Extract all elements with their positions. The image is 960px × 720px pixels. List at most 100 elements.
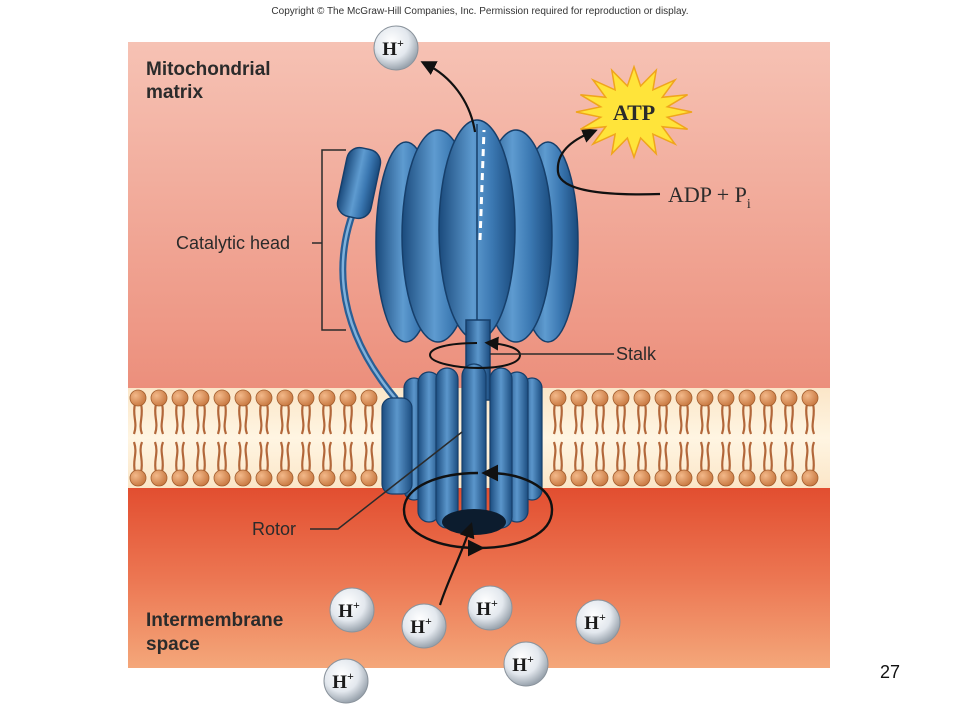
lipid-tail [664,403,669,435]
lipid-head [570,389,588,407]
lipid-tail [370,441,375,473]
lipid-tail [636,441,641,473]
lipid-head [234,469,252,487]
lipid-head [171,389,189,407]
lipid-head [318,469,336,487]
lipid-head [129,389,147,407]
lipid-tail [202,441,207,473]
lipid-tail [720,441,725,473]
lipid-head [591,469,609,487]
rotor-leader-line [310,431,463,530]
lipid-head [612,389,630,407]
lipid-tail [153,441,158,473]
lipid-tail [132,403,137,435]
lipid-head [213,469,231,487]
lipid-tail [321,403,326,435]
lipid-tail [153,403,158,435]
lipid-tail [559,441,564,473]
lipid-head [276,469,294,487]
lipid-tail [580,441,585,473]
lipid-head [801,469,819,487]
lipid-tail [699,441,704,473]
lipid-tail [636,403,641,435]
lipid-head [696,469,714,487]
lipid-tail [615,441,620,473]
lipid-tail [363,403,368,435]
lipid-tail [783,441,788,473]
lipid-head [171,469,189,487]
lipid-tail [762,441,767,473]
lipid-head [192,389,210,407]
lipid-head [255,389,273,407]
lipid-tail [370,403,375,435]
rotor-label: Rotor [252,519,296,539]
lipid-tail [307,403,312,435]
matrix-label: Mitochondrial matrix [146,59,276,103]
lipid-tail [174,441,179,473]
lipid-tail [762,403,767,435]
proton-ion: H+ [401,603,447,649]
adp-pi-label: ADP + Pi [668,182,751,212]
proton-ion: H+ [503,641,549,687]
lipid-tail [265,403,270,435]
lipid-tail [216,441,221,473]
lipid-tail [811,441,816,473]
lipid-tail [237,441,242,473]
lipid-tail [258,403,263,435]
lipid-tail [223,403,228,435]
lipid-tail [552,403,557,435]
proton-ion: H+ [575,599,621,645]
rotor-subunit [403,363,543,535]
lipid-head [696,389,714,407]
lipid-tail [706,441,711,473]
lipid-tail [139,403,144,435]
stator-base [381,397,413,495]
lipid-head [150,469,168,487]
lipid-tail [727,403,732,435]
stalk-label: Stalk [616,344,657,364]
lipid-head [780,389,798,407]
lipid-tail [678,441,683,473]
catalytic-head-label: Catalytic head [176,233,290,253]
proton-exit-arrow [420,61,477,133]
proton-ion: H+ [467,585,513,631]
lipid-head [297,469,315,487]
proton-ion: H+ [373,25,419,71]
lipid-head [234,389,252,407]
lipid-tail [132,441,137,473]
lipid-tail [664,441,669,473]
lipid-head [213,389,231,407]
lipid-tail [657,441,662,473]
lipid-tail [657,403,662,435]
proton-entry-arrow [438,522,475,606]
lipid-head [738,389,756,407]
lipid-tail [160,441,165,473]
lipid-tail [685,403,690,435]
lipid-head [759,469,777,487]
lipid-tail [699,403,704,435]
stalk-rotation-arrow [428,336,522,370]
lipid-tail [790,441,795,473]
lipid-tail [328,403,333,435]
lipid-tail [552,441,557,473]
lipid-head [255,469,273,487]
proton-ion: H+ [323,658,369,704]
lipid-tail [741,441,746,473]
catalytic-head [375,119,579,343]
lipid-tail [342,403,347,435]
proton-group: H+H+H+H+H+H+H+ [323,25,621,704]
lipid-head [360,389,378,407]
lipid-tail [195,441,200,473]
lipid-head [192,469,210,487]
lipid-tail [720,403,725,435]
lipid-head [339,469,357,487]
lipid-head [549,469,567,487]
lipid-tail [678,403,683,435]
lipid-tail [769,441,774,473]
lipid-tail [573,403,578,435]
lipid-tail [286,403,291,435]
lipid-tail [195,403,200,435]
lipid-tail [307,441,312,473]
lipid-tail [174,403,179,435]
